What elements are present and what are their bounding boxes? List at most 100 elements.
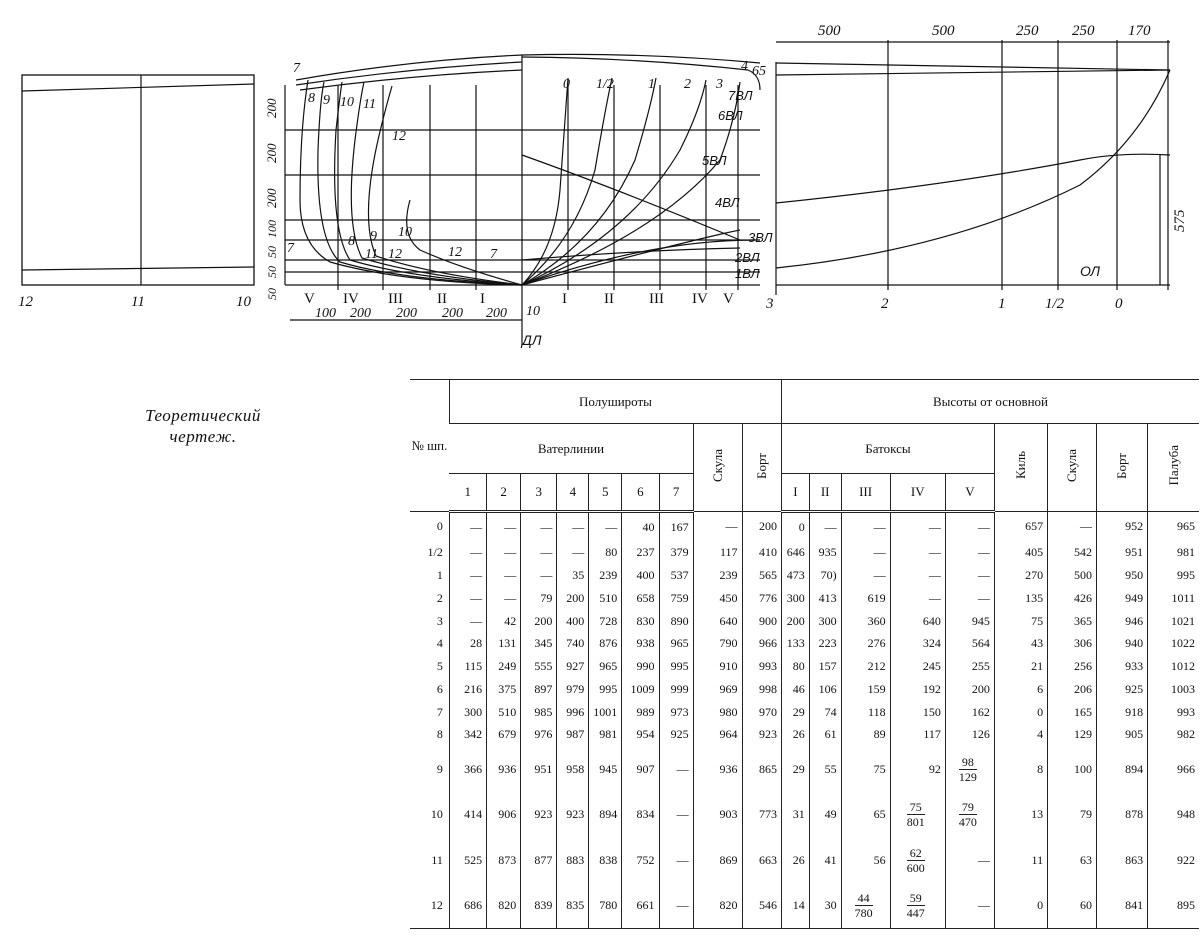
frame-number-cell: 11 bbox=[431, 852, 443, 867]
table-cell: 126 bbox=[944, 723, 995, 747]
frame-label-lower: 11 bbox=[365, 247, 378, 262]
table-cell: 1003 bbox=[1147, 678, 1199, 701]
table-cell: — bbox=[889, 564, 946, 587]
table-cell: 405 bbox=[993, 541, 1048, 565]
table-cell: 834 bbox=[621, 791, 660, 838]
table-cell: 300 bbox=[808, 609, 842, 633]
table-cell: 117 bbox=[692, 541, 743, 565]
table-cell: 400 bbox=[556, 609, 589, 633]
frame-label-lower: 8 bbox=[348, 234, 355, 249]
table-cell: — bbox=[889, 541, 946, 565]
table-cell: 883 bbox=[556, 837, 589, 883]
table-cell: 876 bbox=[588, 632, 622, 656]
table-cell: 26 bbox=[781, 837, 810, 883]
frame-number-cell: 10 bbox=[430, 807, 443, 822]
table-cell: 982 bbox=[1147, 723, 1199, 747]
table-cell: 838 bbox=[588, 837, 622, 883]
table-cell: 55 bbox=[808, 746, 842, 792]
table-cell: 927 bbox=[556, 655, 589, 679]
table-cell: 830 bbox=[621, 609, 660, 633]
table-cell: — bbox=[944, 564, 995, 587]
table-cell: 306 bbox=[1047, 632, 1097, 656]
table-cell: 933 bbox=[1096, 655, 1148, 679]
table-cell: 410 bbox=[741, 541, 782, 565]
profile-dim-label: 500 bbox=[932, 23, 955, 39]
lines-drawing: 12 11 10 bbox=[18, 23, 1188, 348]
table-cell: 958 bbox=[556, 746, 589, 792]
table-cell: 342 bbox=[448, 723, 487, 747]
table-cell: 663 bbox=[741, 837, 782, 883]
table-cell: 65 bbox=[840, 791, 891, 838]
frame-label: 9 bbox=[323, 93, 330, 108]
column-header: 4 bbox=[556, 473, 589, 513]
frame-label-lower: 9 bbox=[370, 229, 377, 244]
half-breadth-frame-label: 11 bbox=[131, 294, 145, 310]
table-cell: 951 bbox=[1096, 541, 1148, 565]
table-cell: 42 bbox=[486, 609, 521, 633]
table-cell: 993 bbox=[1147, 700, 1199, 724]
frame-number-cell: 9 bbox=[436, 761, 443, 776]
height-dim-label: 200 bbox=[264, 98, 279, 118]
table-cell: 776 bbox=[741, 586, 782, 610]
table-cell: 998 bbox=[741, 678, 782, 701]
profile-height-label: 575 bbox=[1172, 209, 1188, 232]
table-cell: 910 bbox=[692, 655, 743, 679]
table-cell: 11 bbox=[993, 837, 1048, 883]
table-cell: 1022 bbox=[1147, 632, 1199, 656]
table-cell: 450 bbox=[692, 586, 743, 610]
chine2-header: Скула bbox=[1047, 423, 1097, 512]
table-cell: 981 bbox=[588, 723, 622, 747]
frame-label: 8 bbox=[308, 91, 315, 106]
table-cell: 993 bbox=[741, 655, 782, 679]
table-cell: 950 bbox=[1096, 564, 1148, 587]
table-cell: 996 bbox=[556, 700, 589, 724]
table-cell: 525 bbox=[448, 837, 487, 883]
table-cell: 129 bbox=[1047, 723, 1097, 747]
station-label: 2 bbox=[684, 77, 691, 92]
half-breadth-view: 12 11 10 bbox=[18, 74, 255, 310]
table-cell: 79 bbox=[520, 586, 557, 610]
table-cell: — bbox=[556, 511, 589, 542]
table-cell: 365 bbox=[1047, 609, 1097, 633]
table-cell: 0 bbox=[993, 882, 1048, 929]
centerline-label: ДЛ bbox=[520, 332, 542, 348]
table-cell: 989 bbox=[621, 700, 660, 724]
frame-label: 12 bbox=[392, 129, 406, 144]
table-cell: 976 bbox=[520, 723, 557, 747]
table-cell: 510 bbox=[588, 586, 622, 610]
table-cell: 890 bbox=[658, 609, 694, 633]
profile-view: 500 500 250 250 170 3 2 1 1/2 0 ОЛ 575 bbox=[765, 23, 1188, 312]
table-cell: 906 bbox=[486, 791, 521, 838]
waterline-label: 2ВЛ bbox=[734, 250, 760, 265]
table-cell: 841 bbox=[1096, 882, 1148, 929]
column-header: 7 bbox=[658, 473, 694, 513]
table-cell: 4 bbox=[993, 723, 1048, 747]
figure-caption: Теоретический чертеж. bbox=[118, 405, 288, 447]
table-cell: — bbox=[658, 882, 694, 929]
table-cell: 905 bbox=[1096, 723, 1148, 747]
profile-dim-label: 250 bbox=[1016, 23, 1039, 39]
table-cell: — bbox=[556, 541, 589, 565]
table-cell: 1001 bbox=[588, 700, 622, 724]
frame-number-cell: 0 bbox=[436, 519, 443, 534]
table-cell: — bbox=[840, 511, 891, 542]
table-cell: 646 bbox=[781, 541, 810, 565]
waterline-label: 3ВЛ bbox=[748, 230, 773, 245]
frame-label: 10 bbox=[340, 95, 354, 110]
height-dim-label: 50 bbox=[265, 266, 279, 278]
table-cell: — bbox=[944, 541, 995, 565]
table-cell: 946 bbox=[1096, 609, 1148, 633]
waterline-label: 1ВЛ bbox=[735, 266, 760, 281]
column-header: III bbox=[840, 473, 891, 513]
buttock-label: I bbox=[480, 291, 485, 307]
side2-header: Борт bbox=[1096, 423, 1148, 512]
station-label: 3 bbox=[715, 77, 723, 92]
table-cell: 945 bbox=[588, 746, 622, 792]
buttock-label: III bbox=[388, 291, 403, 307]
